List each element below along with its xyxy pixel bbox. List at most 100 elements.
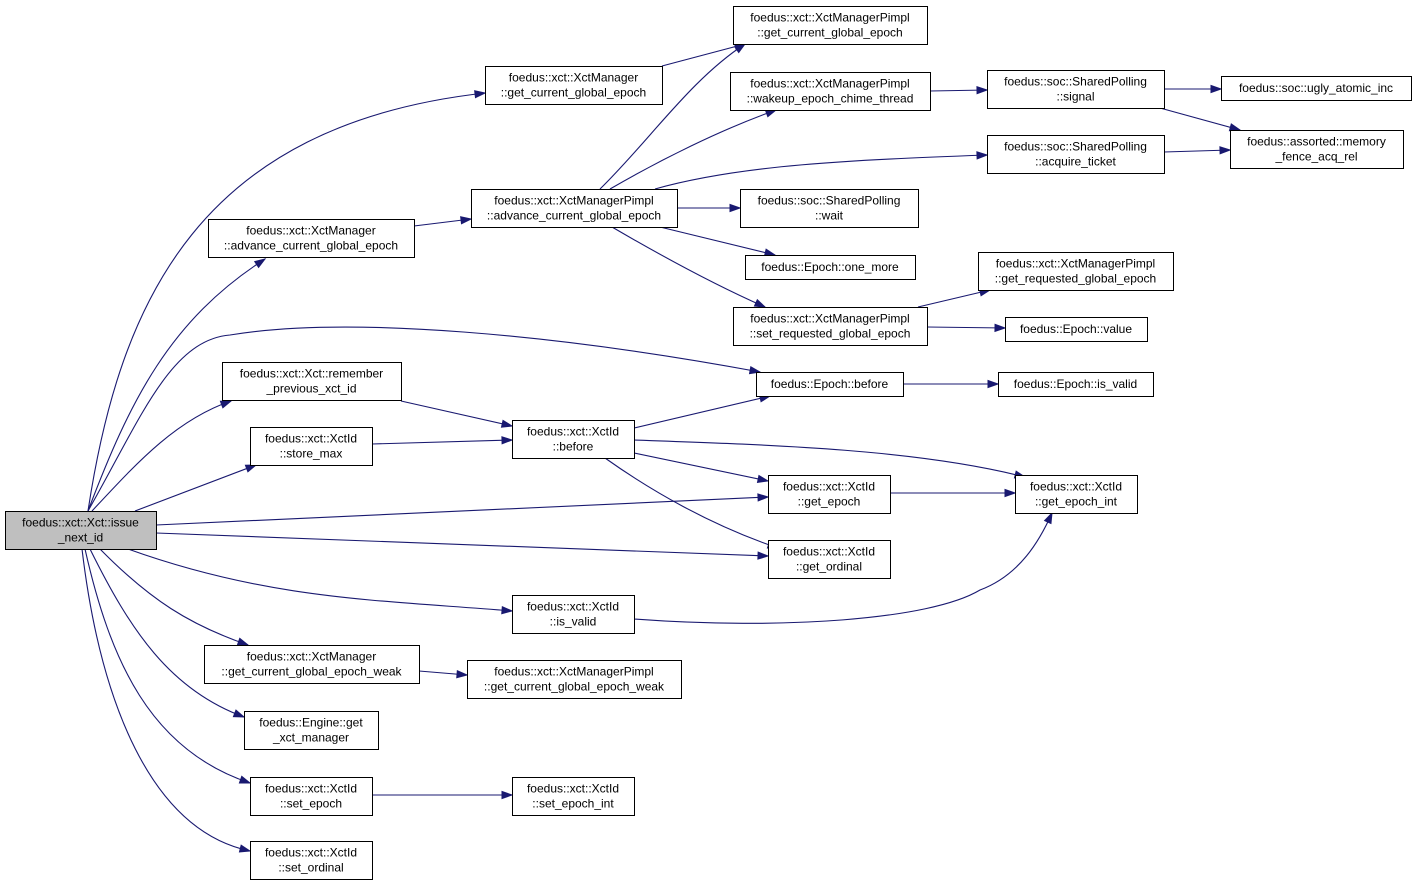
node-xid_iv[interactable]: foedus::xct::XctId::is_valid	[512, 595, 635, 634]
arrowhead-icon	[232, 709, 246, 718]
node-mfar[interactable]: foedus::assorted::memory_fence_acq_rel	[1230, 130, 1404, 169]
node-xid_ge[interactable]: foedus::xct::XctId::get_epoch	[768, 475, 891, 514]
node-root[interactable]: foedus::xct::Xct::issue_next_id	[5, 511, 157, 550]
node-box	[512, 420, 635, 459]
arrowhead-icon	[733, 43, 747, 54]
node-xmp_wect[interactable]: foedus::xct::XctManagerPimpl::wakeup_epo…	[730, 72, 931, 111]
node-label: foedus::xct::XctManagerPimpl	[996, 257, 1155, 271]
node-box	[1230, 130, 1404, 169]
node-xmp_gcgew[interactable]: foedus::xct::XctManagerPimpl::get_curren…	[467, 660, 682, 699]
node-box	[1005, 317, 1148, 342]
edge-root-to-xm_gcgew	[99, 548, 250, 646]
node-label: ::get_epoch_int	[1035, 495, 1118, 509]
node-box	[740, 189, 919, 228]
edge-line	[599, 43, 746, 190]
node-box	[471, 189, 678, 228]
node-box	[467, 660, 682, 699]
edge-root-to-eng_gxm	[89, 548, 246, 718]
node-xmp_gcge[interactable]: foedus::xct::XctManagerPimpl::get_curren…	[733, 6, 928, 45]
edge-root-to-xid_iv	[127, 548, 514, 615]
node-sp_at[interactable]: foedus::soc::SharedPolling::acquire_tick…	[987, 135, 1165, 174]
edge-line	[89, 548, 245, 718]
node-label: ::get_current_global_epoch_weak	[221, 665, 402, 679]
edge-line	[87, 258, 266, 512]
node-label: foedus::xct::XctManager	[509, 71, 638, 85]
edge-line	[400, 400, 513, 427]
edge-xm_gcge-to-xmp_gcge	[661, 42, 747, 67]
node-uai[interactable]: foedus::soc::ugly_atomic_inc	[1221, 76, 1412, 101]
node-box	[485, 66, 663, 105]
arrowhead-icon	[1228, 123, 1242, 132]
node-label: ::get_requested_global_epoch	[995, 272, 1156, 286]
edge-line	[87, 92, 486, 512]
node-label: _xct_manager	[272, 731, 349, 745]
node-xmp_acge[interactable]: foedus::xct::XctManagerPimpl::advance_cu…	[471, 189, 678, 228]
node-label: ::acquire_ticket	[1035, 155, 1116, 169]
edge-sp_at-to-mfar	[1163, 146, 1232, 155]
node-box	[1015, 475, 1138, 514]
edge-line	[134, 464, 257, 512]
node-label: foedus::Epoch::is_valid	[1014, 377, 1137, 391]
node-label: foedus::soc::ugly_atomic_inc	[1239, 81, 1393, 95]
arrowhead-icon	[729, 203, 742, 213]
node-box	[222, 362, 402, 401]
arrowhead-icon	[474, 90, 487, 99]
edge-root-to-xm_acge	[87, 258, 267, 512]
edge-xmp_acge-to-xmp_wect	[609, 109, 778, 190]
edge-xmp_acge-to-sp_at	[654, 151, 989, 190]
node-x_rpxi[interactable]: foedus::xct::Xct::remember_previous_xct_…	[222, 362, 402, 401]
edge-xmp_srge-to-ep_value	[926, 323, 1007, 333]
node-xmp_grge[interactable]: foedus::xct::XctManagerPimpl::get_reques…	[978, 252, 1174, 291]
node-box	[745, 255, 916, 280]
node-ep_before[interactable]: foedus::Epoch::before	[756, 372, 904, 397]
node-label: ::store_max	[280, 447, 343, 461]
node-label: ::advance_current_global_epoch	[224, 239, 398, 253]
node-xid_gei[interactable]: foedus::xct::XctId::get_epoch_int	[1015, 475, 1138, 514]
edge-root-to-xid_se	[84, 548, 252, 784]
node-xid_before[interactable]: foedus::xct::XctId::before	[512, 420, 635, 459]
node-label: foedus::xct::XctManager	[246, 224, 375, 238]
node-label: foedus::xct::XctManagerPimpl	[750, 11, 909, 25]
node-xid_go[interactable]: foedus::xct::XctId::get_ordinal	[768, 540, 891, 579]
node-label: ::is_valid	[550, 615, 597, 629]
node-label: foedus::soc::SharedPolling	[1004, 140, 1147, 154]
node-xm_gcge[interactable]: foedus::xct::XctManager::get_current_glo…	[485, 66, 663, 105]
edge-line	[633, 512, 1053, 624]
node-label: _next_id	[57, 531, 103, 545]
edge-sp_signal-to-uai	[1164, 84, 1223, 94]
node-label: ::get_ordinal	[796, 560, 862, 574]
edge-xmp_acge-to-xmp_srge	[611, 226, 767, 308]
node-label: ::get_epoch	[798, 495, 861, 509]
node-xm_acge[interactable]: foedus::xct::XctManager::advance_current…	[208, 219, 415, 258]
node-ep_om[interactable]: foedus::Epoch::one_more	[745, 255, 916, 280]
node-label: foedus::xct::XctId	[527, 782, 619, 796]
edge-xid_se-to-xid_sei	[372, 790, 514, 800]
node-box	[512, 595, 635, 634]
edge-xid_iv-to-xid_gei	[633, 511, 1053, 624]
node-label: ::get_current_global_epoch_weak	[484, 680, 665, 694]
node-label: foedus::assorted::memory	[1247, 135, 1386, 149]
node-sp_wait[interactable]: foedus::soc::SharedPolling::wait	[740, 189, 919, 228]
node-sp_signal[interactable]: foedus::soc::SharedPolling::signal	[987, 70, 1165, 109]
node-label: foedus::Epoch::one_more	[761, 260, 899, 274]
edge-root-to-x_rpxi	[91, 400, 233, 512]
edge-xmp_acge-to-ep_om	[659, 226, 777, 257]
node-box	[768, 475, 891, 514]
node-label: ::set_epoch	[280, 797, 342, 811]
edge-sp_signal-to-mfar	[1159, 107, 1242, 132]
node-ep_value[interactable]: foedus::Epoch::value	[1005, 317, 1148, 342]
node-xid_sei[interactable]: foedus::xct::XctId::set_epoch_int	[512, 777, 635, 816]
node-xid_so[interactable]: foedus::xct::XctId::set_ordinal	[250, 841, 373, 880]
node-box	[987, 135, 1165, 174]
node-xmp_srge[interactable]: foedus::xct::XctManagerPimpl::set_reques…	[733, 307, 928, 346]
node-ep_isvalid[interactable]: foedus::Epoch::is_valid	[998, 372, 1154, 397]
edge-root-to-xid_ge	[155, 493, 770, 526]
node-box	[733, 6, 928, 45]
node-xid_se[interactable]: foedus::xct::XctId::set_epoch	[250, 777, 373, 816]
node-xm_gcgew[interactable]: foedus::xct::XctManager::get_current_glo…	[204, 645, 420, 684]
node-box	[204, 645, 420, 684]
node-box	[250, 777, 373, 816]
node-box	[250, 841, 373, 880]
node-eng_gxm[interactable]: foedus::Engine::get_xct_manager	[244, 711, 379, 750]
node-xid_sm[interactable]: foedus::xct::XctId::store_max	[250, 427, 373, 466]
